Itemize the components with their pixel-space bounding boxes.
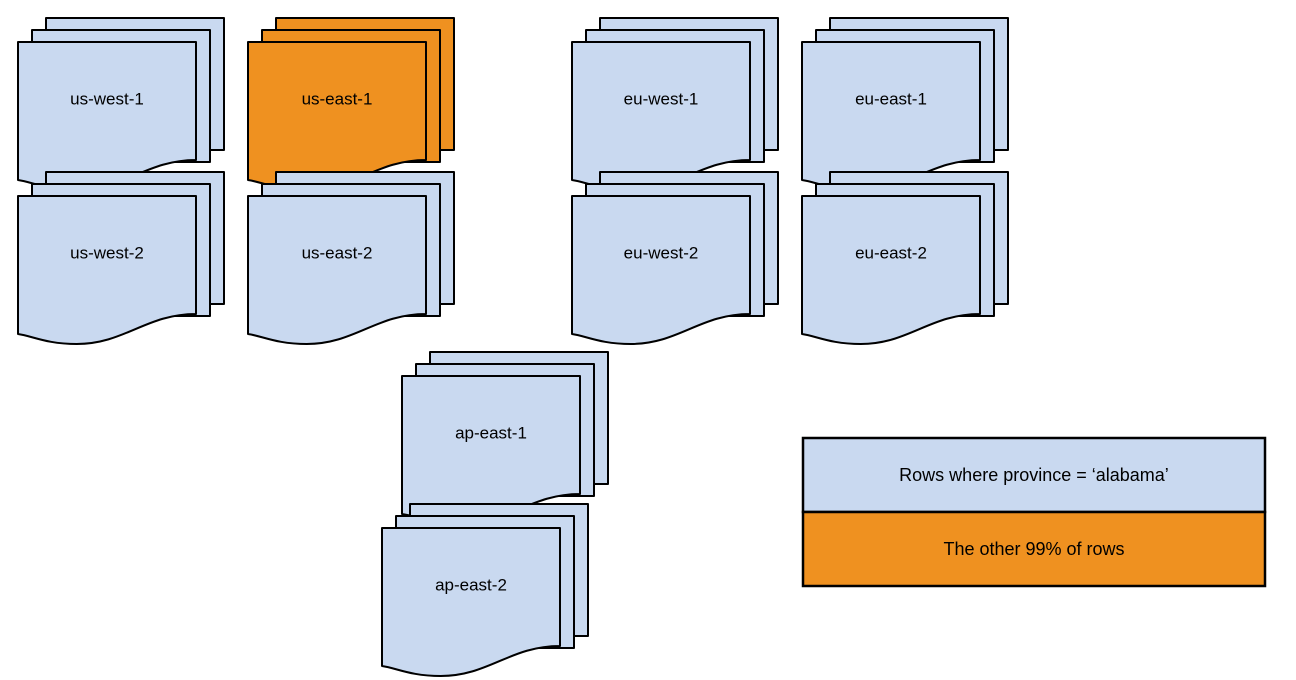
stack-label-eu-east-2: eu-east-2 <box>855 243 927 262</box>
legend-swatch-orange <box>801 510 1267 588</box>
stack-sheet-front <box>247 195 427 345</box>
stack-label-us-east-1: us-east-1 <box>302 89 373 108</box>
stack-sheet-front <box>801 195 981 345</box>
stack-sheet-front <box>381 527 561 677</box>
stack-label-us-east-2: us-east-2 <box>302 243 373 262</box>
document-stack-eu-west-2[interactable]: eu-west-2 <box>571 171 779 345</box>
document-stack-ap-east-2[interactable]: ap-east-2 <box>381 503 589 677</box>
document-stack-ap-east-1[interactable]: ap-east-1 <box>401 351 609 525</box>
stack-sheet-front <box>801 41 981 191</box>
document-stack-eu-east-1[interactable]: eu-east-1 <box>801 17 1009 191</box>
stack-sheet-front <box>401 375 581 525</box>
document-stack-us-east-2[interactable]: us-east-2 <box>247 171 455 345</box>
legend-label-1: The other 99% of rows <box>943 539 1124 559</box>
legend-row-other: The other 99% of rows <box>801 510 1267 588</box>
legend: Rows where province = ‘alabama’ The other… <box>801 436 1267 588</box>
document-stack-eu-east-2[interactable]: eu-east-2 <box>801 171 1009 345</box>
stack-label-ap-east-1: ap-east-1 <box>455 423 527 442</box>
stack-sheet-front <box>17 195 197 345</box>
legend-row-alabama: Rows where province = ‘alabama’ <box>801 436 1267 514</box>
document-stack-us-west-1[interactable]: us-west-1 <box>17 17 225 191</box>
document-stack-eu-west-1[interactable]: eu-west-1 <box>571 17 779 191</box>
stack-label-eu-east-1: eu-east-1 <box>855 89 927 108</box>
stack-sheet-front <box>17 41 197 191</box>
stack-label-us-west-1: us-west-1 <box>70 89 144 108</box>
stack-label-eu-west-1: eu-west-1 <box>624 89 699 108</box>
document-stacks-layer: us-west-1 us-east-1 eu-west-1 eu-east-1 us-w… <box>17 17 1009 677</box>
stack-label-eu-west-2: eu-west-2 <box>624 243 699 262</box>
legend-label-0: Rows where province = ‘alabama’ <box>899 465 1169 485</box>
stack-sheet-front <box>247 41 427 191</box>
document-stack-us-west-2[interactable]: us-west-2 <box>17 171 225 345</box>
stack-sheet-front <box>571 195 751 345</box>
stack-label-us-west-2: us-west-2 <box>70 243 144 262</box>
stack-sheet-front <box>571 41 751 191</box>
legend-swatch-blue <box>801 436 1267 514</box>
stack-label-ap-east-2: ap-east-2 <box>435 575 507 594</box>
document-stack-us-east-1[interactable]: us-east-1 <box>247 17 455 191</box>
